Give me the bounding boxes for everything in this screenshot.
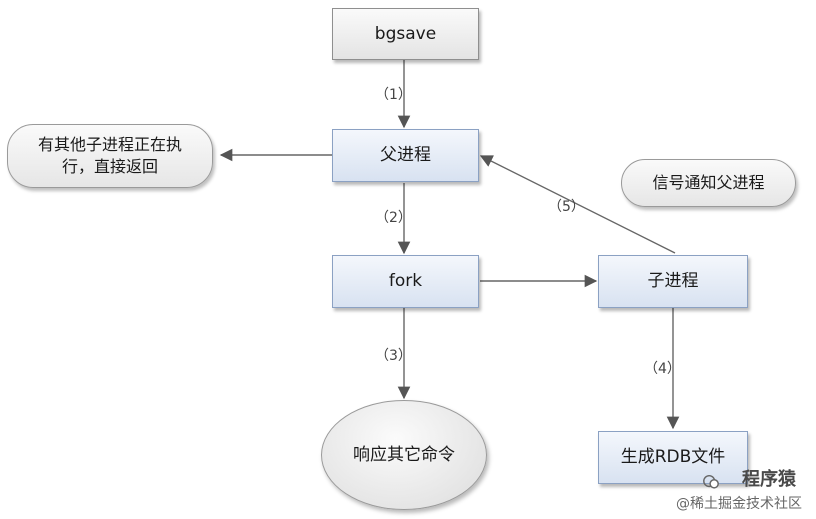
watermark-title: 程序猿 (742, 469, 796, 490)
wechat-logo-icon (703, 474, 719, 489)
bgsave-label: bgsave (374, 23, 437, 44)
signal-parent-box: 信号通知父进程 (621, 159, 796, 207)
fork-label: fork (388, 271, 423, 292)
step-3-label: （3） (375, 348, 412, 364)
fork-box: fork (332, 255, 479, 308)
parent-process-box: 父进程 (332, 129, 479, 182)
other-child-running-box: 有其他子进程正在执行，直接返回 (7, 124, 213, 188)
step-5-label: （5） (548, 199, 585, 215)
arrow-child-to-parent (479, 155, 676, 254)
respond-other-commands-ellipse: 响应其它命令 (321, 400, 487, 510)
child-process-label: 子进程 (647, 271, 699, 292)
generate-rdb-label: 生成RDB文件 (620, 447, 726, 468)
step-4-label: （4） (644, 361, 681, 377)
watermark-subtitle: @稀土掘金技术社区 (676, 496, 802, 512)
step-1-label: （1） (375, 87, 412, 103)
respond-other-commands-label: 响应其它命令 (353, 444, 455, 465)
signal-parent-label: 信号通知父进程 (652, 173, 765, 193)
other-child-running-label: 有其他子进程正在执行，直接返回 (37, 135, 182, 176)
step-2-label: （2） (375, 210, 412, 226)
generate-rdb-box: 生成RDB文件 (598, 431, 748, 484)
parent-process-label: 父进程 (380, 145, 431, 166)
child-process-box: 子进程 (598, 255, 748, 308)
bgsave-box: bgsave (332, 8, 479, 60)
